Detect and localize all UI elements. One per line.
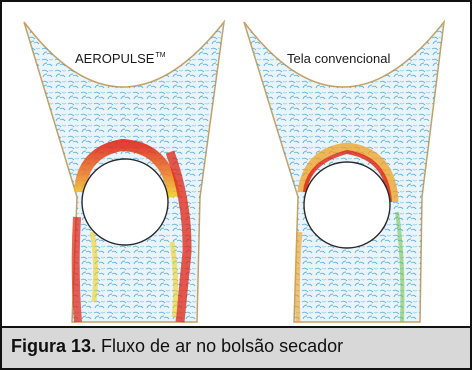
figure-caption: Figura 13. Fluxo de ar no bolsão secador bbox=[2, 326, 470, 368]
airflow-illustration bbox=[2, 2, 470, 324]
caption-text: Fluxo de ar no bolsão secador bbox=[96, 336, 343, 356]
dryer-cylinder-left bbox=[82, 159, 168, 245]
dryer-cylinder-right bbox=[304, 162, 390, 248]
aeropulse-label-text: AEROPULSE bbox=[75, 51, 154, 66]
caption-number: Figura 13. bbox=[11, 336, 96, 356]
aeropulse-label: AEROPULSETM bbox=[75, 51, 166, 66]
trademark-mark: TM bbox=[155, 52, 165, 59]
conventional-pocket bbox=[244, 22, 444, 322]
conventional-label: Tela convencional bbox=[287, 51, 390, 66]
aeropulse-pocket bbox=[24, 22, 224, 322]
